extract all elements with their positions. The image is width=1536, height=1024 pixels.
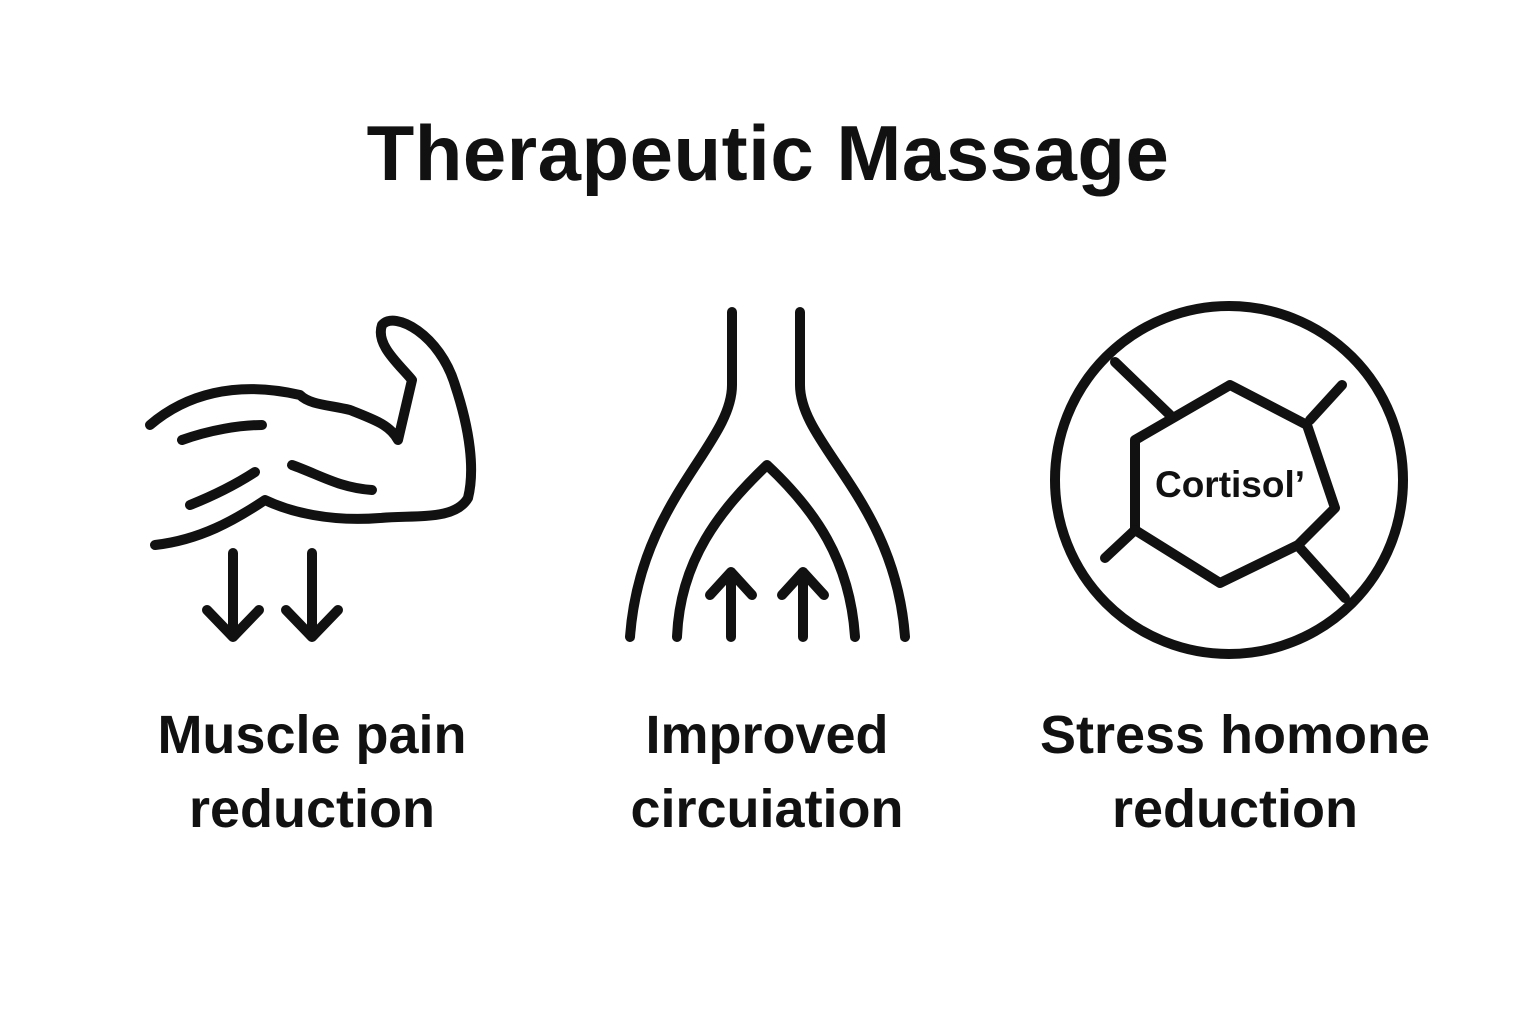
benefit-label-stress: Stress homone reduction [985, 698, 1485, 846]
label-line: reduction [188, 779, 435, 839]
label-line: Improved [645, 705, 889, 765]
benefit-label-circulation: Improved circuiation [517, 698, 1017, 846]
label-line: reduction [1111, 779, 1358, 839]
label-line: circuiation [630, 779, 904, 839]
label-line: Muscle pain [157, 705, 467, 765]
flexed-arm-icon [145, 315, 477, 642]
cortisol-prohibited-icon: Cortisol’ [1050, 301, 1408, 659]
cortisol-text: Cortisol’ [1155, 464, 1305, 505]
blood-vessel-icon [625, 307, 910, 642]
benefit-label-muscle: Muscle pain reduction [62, 698, 562, 846]
label-line: Stress homone [1039, 705, 1431, 765]
page-title: Therapeutic Massage [366, 109, 1170, 197]
